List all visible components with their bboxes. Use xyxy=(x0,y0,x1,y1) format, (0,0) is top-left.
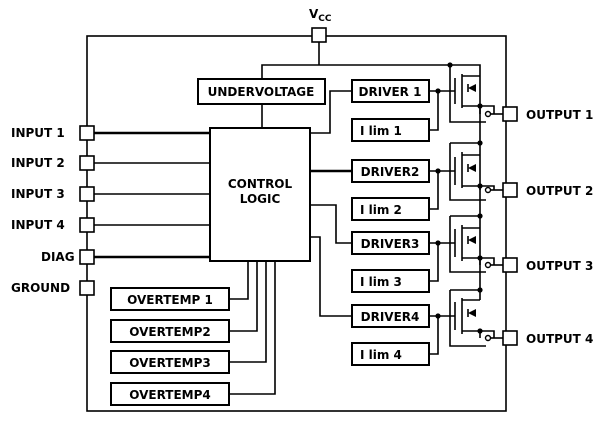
driver-blocks: DRIVER 1 DRIVER2 DRIVER3 DRIVER4 xyxy=(351,79,430,328)
overtemp-2-label: OVERTEMP2 xyxy=(129,325,211,339)
overtemp-blocks: OVERTEMP 1 OVERTEMP2 OVERTEMP3 OVERTEMP4 xyxy=(110,287,230,406)
input-4-label: INPUT 4 xyxy=(11,218,65,232)
output-stage-2 xyxy=(429,140,503,210)
driver-3-label: DRIVER3 xyxy=(361,237,420,251)
output-stage-4 xyxy=(429,287,503,355)
ground-label: GROUND xyxy=(11,281,70,295)
output-3-pin xyxy=(502,257,518,273)
input-2-pin xyxy=(79,155,95,171)
diag-label: DIAG xyxy=(41,250,75,264)
control-logic-label-2: LOGIC xyxy=(240,192,281,206)
undervoltage-label: UNDERVOLTAGE xyxy=(208,85,315,99)
output-2-label: OUTPUT 2 xyxy=(526,184,593,198)
driver-2-label: DRIVER2 xyxy=(361,165,420,179)
output-3-label: OUTPUT 3 xyxy=(526,259,593,273)
overtemp-1-label: OVERTEMP 1 xyxy=(127,293,213,307)
undervoltage-block xyxy=(197,78,326,105)
output-1-label: OUTPUT 1 xyxy=(526,108,593,122)
input-1-pin xyxy=(79,125,95,141)
output-pins: OUTPUT 1 OUTPUT 2 OUTPUT 3 OUTPUT 4 xyxy=(502,106,593,346)
ground-pin xyxy=(79,280,95,296)
output-4-pin xyxy=(502,330,518,346)
ilim-4-label: I lim 4 xyxy=(360,348,402,362)
input-1-label: INPUT 1 xyxy=(11,126,65,140)
input-3-label: INPUT 3 xyxy=(11,187,65,201)
control-logic-label-1: CONTROL xyxy=(228,177,293,191)
driver-1-label: DRIVER 1 xyxy=(359,85,422,99)
output-1-pin xyxy=(502,106,518,122)
driver-4-label: DRIVER4 xyxy=(361,310,420,324)
output-stage-3 xyxy=(429,213,503,282)
vcc-label: VCC xyxy=(309,7,332,24)
overtemp-4-label: OVERTEMP4 xyxy=(129,388,211,402)
output-stage-1 xyxy=(429,65,503,131)
ilim-3-label: I lim 3 xyxy=(360,275,402,289)
output-4-label: OUTPUT 4 xyxy=(526,332,593,346)
current-limit-blocks: I lim 1 I lim 2 I lim 3 I lim 4 xyxy=(351,118,430,366)
input-pins: INPUT 1 INPUT 2 INPUT 3 INPUT 4 DIAG GRO… xyxy=(11,125,210,296)
ilim-1-label: I lim 1 xyxy=(360,124,402,138)
diag-pin xyxy=(79,249,95,265)
vcc-pin xyxy=(311,27,327,43)
input-3-pin xyxy=(79,186,95,202)
overtemp-3-label: OVERTEMP3 xyxy=(129,356,211,370)
output-2-pin xyxy=(502,182,518,198)
ilim-2-label: I lim 2 xyxy=(360,203,402,217)
input-2-label: INPUT 2 xyxy=(11,156,65,170)
input-4-pin xyxy=(79,217,95,233)
